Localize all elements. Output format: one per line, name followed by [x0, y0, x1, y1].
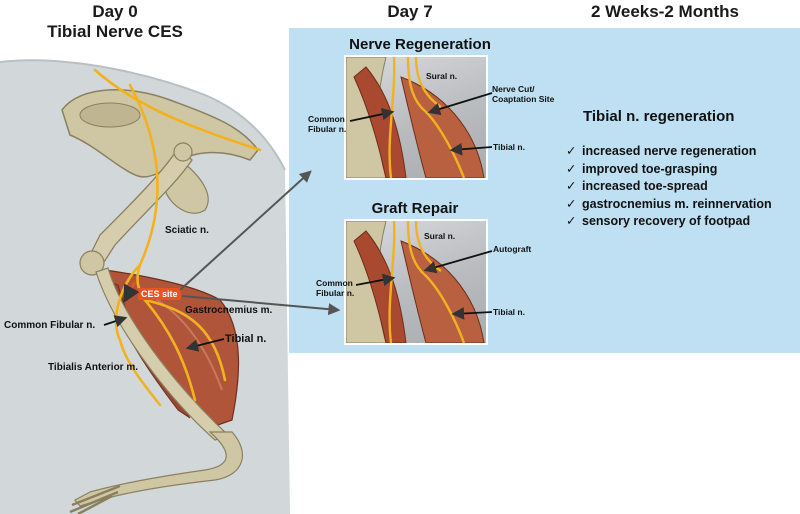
day7-header: Day 7: [387, 2, 433, 21]
autograft-label: Autograft: [493, 244, 532, 254]
tibial-label: Tibial n.: [225, 333, 267, 345]
checkmark-icon: ✓: [566, 196, 577, 211]
checkmark-icon: ✓: [566, 214, 577, 228]
ces-site-badge: CES site: [138, 288, 181, 300]
checkmark-icon: ✓: [566, 144, 577, 158]
nerve-regeneration-title: Nerve Regeneration: [349, 36, 491, 53]
outcome-item: ✓increased toe-spread: [566, 179, 708, 193]
outcome-item: ✓sensory recovery of footpad: [566, 214, 751, 228]
gastrocnemius-label: Gastrocnemius m.: [185, 305, 273, 316]
weeks-header: 2 Weeks-2 Months: [590, 2, 739, 21]
outcomes-list: ✓increased nerve regeneration ✓improved …: [566, 143, 772, 231]
top-cut-label-1: Nerve Cut/: [492, 84, 535, 94]
tibialis-anterior-label: Tibialis Anterior m.: [48, 362, 139, 373]
nerve-regeneration-inset: [344, 55, 488, 180]
bottom-fibular-label-2: Fibular n.: [316, 288, 355, 298]
top-tibial-label: Tibial n.: [493, 142, 525, 152]
day0-header: Day 0: [92, 2, 138, 21]
top-fibular-label-2: Fibular n.: [308, 124, 347, 134]
graft-repair-title: Graft Repair: [371, 200, 459, 217]
checkmark-icon: ✓: [566, 179, 577, 193]
top-fibular-label-1: Common: [308, 114, 345, 124]
top-cut-label-2: Coaptation Site: [492, 94, 555, 104]
outcome-item: ✓improved toe-grasping: [566, 161, 718, 176]
bottom-fibular-label-1: Common: [316, 278, 353, 288]
bottom-sural-label: Sural n.: [424, 231, 456, 241]
bottom-tibial-label: Tibial n.: [493, 307, 525, 317]
outcome-item: ✓gastrocnemius m. reinnervation: [566, 196, 772, 211]
top-sural-label: Sural n.: [426, 71, 458, 81]
sciatic-label: Sciatic n.: [165, 225, 209, 236]
checkmark-icon: ✓: [566, 161, 577, 176]
graft-repair-inset: [344, 219, 488, 345]
common-fibular-label: Common Fibular n.: [4, 320, 96, 331]
outcomes-title: Tibial n. regeneration: [583, 108, 735, 125]
outcome-item: ✓increased nerve regeneration: [566, 144, 757, 158]
day0-subheader: Tibial Nerve CES: [47, 22, 183, 41]
